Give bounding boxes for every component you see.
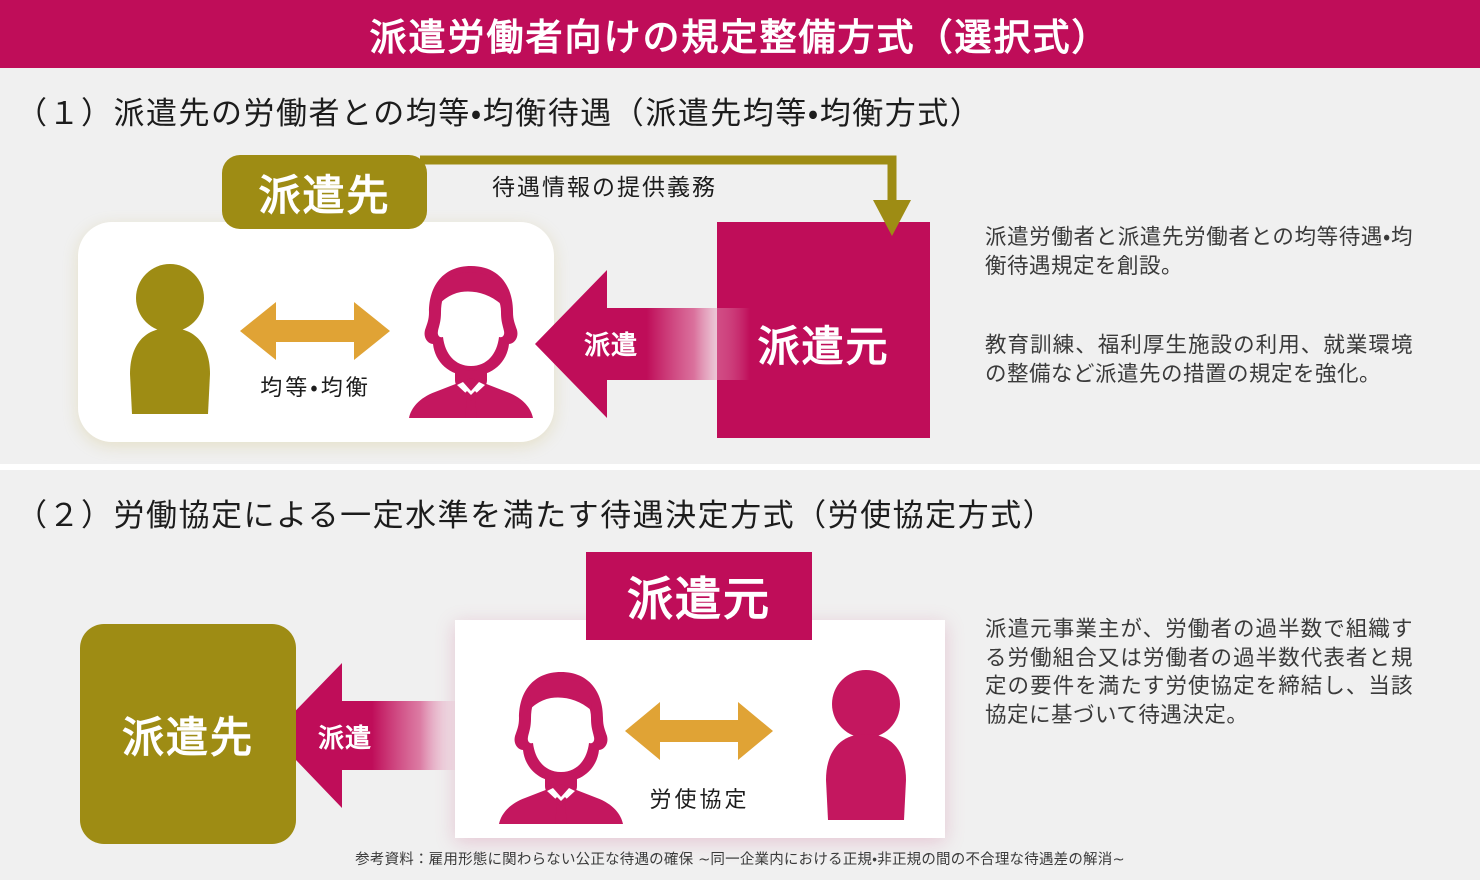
section-1-agency-box: 派遣元 [717, 222, 930, 438]
person-male-icon [409, 266, 533, 418]
section-divider [0, 464, 1480, 470]
page-title-band: 派遣労働者向けの規定整備方式（選択式） [0, 0, 1480, 68]
section-2-host-box-label: 派遣先 [121, 712, 254, 762]
bidirectional-arrow-icon [625, 702, 773, 760]
section-2-agency-tag: 派遣元 [586, 552, 812, 640]
dispatch-arrow-icon [535, 270, 750, 418]
section-1-heading: （１）派遣先の労働者との均等・均衡待遇（派遣先均等・均衡方式） [16, 96, 983, 132]
section-1-connector-label: 待遇情報の提供義務 [492, 175, 717, 201]
section-1-host-tag: 派遣先 [222, 155, 427, 229]
section-2-agency-tag-label: 派遣元 [627, 572, 771, 626]
section-1-dispatch-arrow-label: 派遣 [584, 331, 639, 361]
section-2-dispatch-arrow-label: 派遣 [318, 724, 373, 754]
section-1-relation-label: 均等・均衡 [260, 376, 371, 401]
section-2-heading: （２）労働協定による一定水準を満たす待遇決定方式（労使協定方式） [16, 498, 1056, 534]
footer-citation: 参考資料：雇用形態に関わらない公正な待遇の確保 ~同一企業内における正規・非正規… [355, 852, 1125, 868]
section-1-host-tag-label: 派遣先 [258, 170, 391, 220]
dispatch-arrow-icon [272, 663, 472, 808]
person-generic-icon [130, 264, 210, 414]
person-generic-icon [826, 670, 906, 820]
page-title: 派遣労働者向けの規定整備方式（選択式） [369, 16, 1111, 59]
section-1-note-2: 教育訓練、福利厚生施設の利用、就業環境の整備など派遣先の措置の規定を強化。 [985, 333, 1413, 387]
section-2-relation-label: 労使協定 [649, 788, 750, 813]
section-2-note-1: 派遣元事業主が、労働者の過半数で組織する労働組合又は労働者の過半数代表者と規定の… [985, 617, 1413, 728]
person-male-icon [499, 672, 623, 824]
section-1-agency-box-label: 派遣元 [757, 321, 890, 371]
section-2-host-box: 派遣先 [80, 624, 296, 844]
section-1-note-1: 派遣労働者と派遣先労働者との均等待遇・均衡待遇規定を創設。 [985, 225, 1413, 279]
bidirectional-arrow-icon [240, 302, 390, 360]
